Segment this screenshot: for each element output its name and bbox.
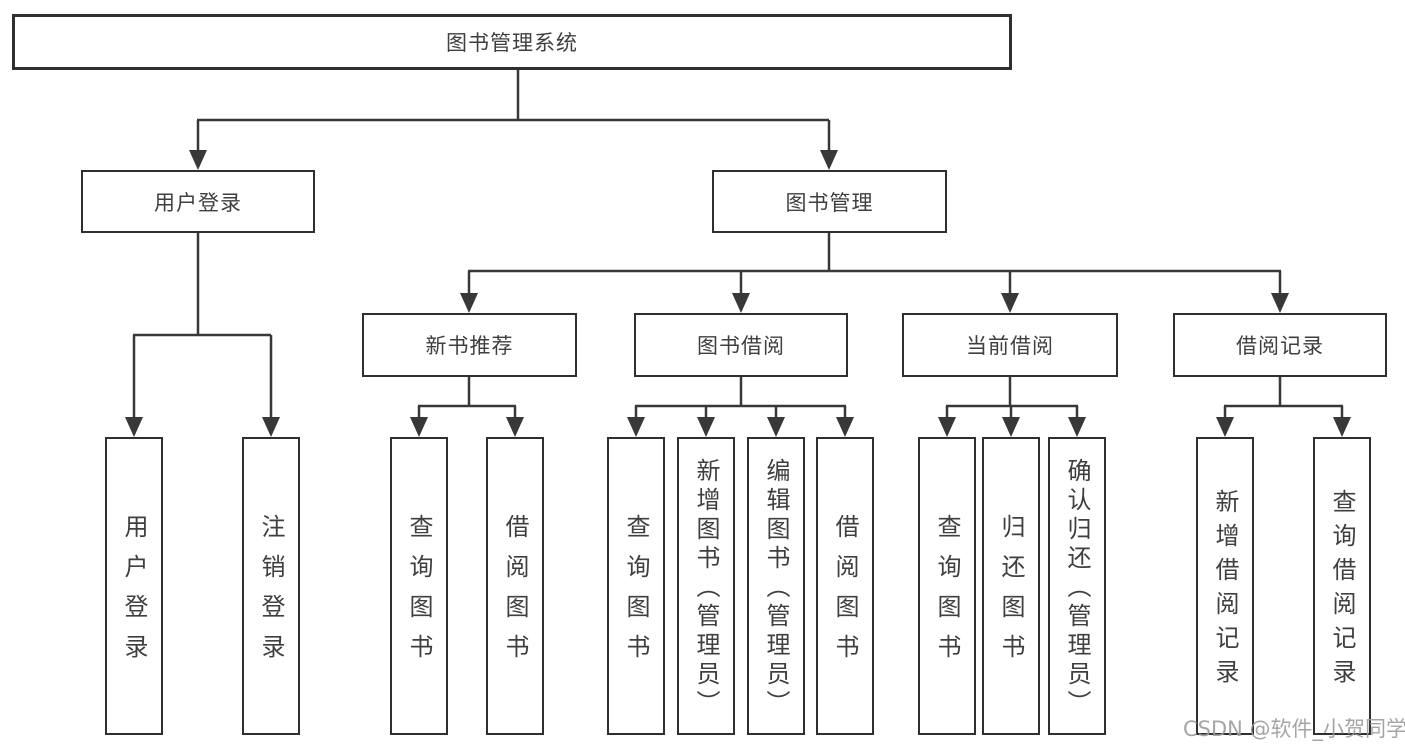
leaf-query-books-borrow: 查询图书: [607, 437, 665, 735]
leaf-logout: 注销登录: [242, 437, 300, 735]
edge-root-to-level2: [189, 70, 838, 170]
node-borrow-records: 借阅记录: [1173, 313, 1387, 377]
leaf-query-books-recommend: 查询图书: [390, 437, 448, 735]
node-library-management-system: 图书管理系统: [12, 14, 1012, 70]
node-book-management-branch: 图书管理: [712, 170, 947, 233]
node-current-borrow: 当前借阅: [902, 313, 1118, 377]
node-new-book-recommend: 新书推荐: [362, 313, 577, 377]
leaf-add-borrow-record: 新增借阅记录: [1196, 437, 1254, 735]
leaf-query-books-current: 查询图书: [918, 437, 976, 735]
node-user-login-branch: 用户登录: [81, 170, 315, 233]
edge-book-management-to-level3: [460, 233, 1289, 313]
node-book-borrow: 图书借阅: [634, 313, 848, 377]
leaf-return-books: 归还图书: [982, 437, 1040, 735]
leaf-borrow-books-recommend: 借阅图书: [486, 437, 544, 735]
edge-new-book-recommend-to-leaves: [410, 377, 524, 437]
leaf-add-books-admin: 新增图书（管理员）: [677, 437, 735, 735]
leaf-edit-books-admin: 编辑图书（管理员）: [747, 437, 805, 735]
leaf-query-borrow-record: 查询借阅记录: [1313, 437, 1371, 735]
edge-borrow-records-to-leaves: [1216, 377, 1351, 437]
edge-user-login-to-leaves: [125, 233, 280, 437]
leaf-borrow-books: 借阅图书: [816, 437, 874, 735]
leaf-user-login: 用户登录: [105, 437, 163, 735]
edge-current-borrow-to-leaves: [938, 377, 1086, 437]
edge-book-borrow-to-leaves: [627, 377, 854, 437]
leaf-confirm-return-admin: 确认归还（管理员）: [1048, 437, 1106, 735]
csdn-watermark: CSDN @软件_小贺同学: [1183, 717, 1405, 741]
